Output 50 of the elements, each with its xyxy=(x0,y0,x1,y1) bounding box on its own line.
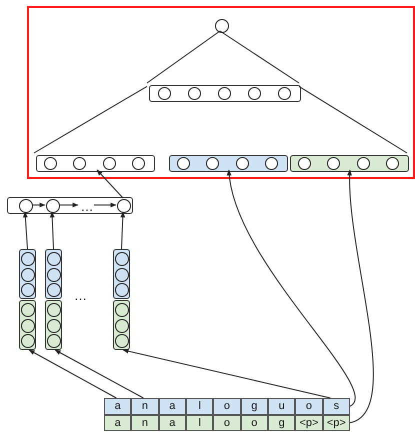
table-cell: o xyxy=(213,398,241,414)
neuron-circle xyxy=(46,199,60,213)
table-cell: g xyxy=(268,414,296,431)
connector-line xyxy=(298,86,408,154)
embedding-column xyxy=(45,249,62,350)
connector-line xyxy=(220,30,300,84)
arrow xyxy=(122,348,331,398)
neuron-circle xyxy=(117,199,131,213)
arrow xyxy=(28,350,117,398)
ellipsis-label: … xyxy=(74,289,87,302)
vector-layer xyxy=(149,85,301,102)
table-cell: <p> xyxy=(295,414,323,431)
recurrent-layer xyxy=(7,197,133,214)
table-cell: n xyxy=(131,414,159,431)
ellipsis-label: … xyxy=(79,199,95,213)
arrow xyxy=(32,202,46,208)
arrow xyxy=(120,211,126,250)
table-cell: a xyxy=(104,414,132,431)
highlight-frame xyxy=(27,6,415,179)
character-table xyxy=(104,398,350,431)
connector-line xyxy=(34,86,148,154)
vector-layer xyxy=(290,155,409,172)
vector-layer xyxy=(169,155,288,172)
table-cell: l xyxy=(186,398,214,414)
table-cell: a xyxy=(104,398,132,414)
table-cell: g xyxy=(240,398,268,414)
table-cell: o xyxy=(213,414,241,431)
arrow xyxy=(50,211,55,250)
table-cell: a xyxy=(158,414,186,431)
arrow xyxy=(54,350,144,398)
arrow xyxy=(96,170,124,198)
arrow xyxy=(58,202,79,208)
embedding-column xyxy=(113,249,130,350)
arrow xyxy=(227,169,356,407)
arrow xyxy=(22,211,28,250)
connector-line xyxy=(146,30,220,84)
table-cell: l xyxy=(186,414,214,431)
table-cell: n xyxy=(131,398,159,414)
table-cell: <p> xyxy=(322,414,350,431)
table-cell: s xyxy=(322,398,350,414)
embedding-column xyxy=(19,249,36,350)
output-node-circle xyxy=(215,19,229,33)
table-cell: o xyxy=(240,414,268,431)
vector-layer xyxy=(36,155,155,172)
arrow xyxy=(94,202,117,208)
table-cell: o xyxy=(295,398,323,414)
table-cell: a xyxy=(158,398,186,414)
arrow xyxy=(347,169,374,424)
neuron-circle xyxy=(19,199,33,213)
table-cell: u xyxy=(268,398,296,414)
